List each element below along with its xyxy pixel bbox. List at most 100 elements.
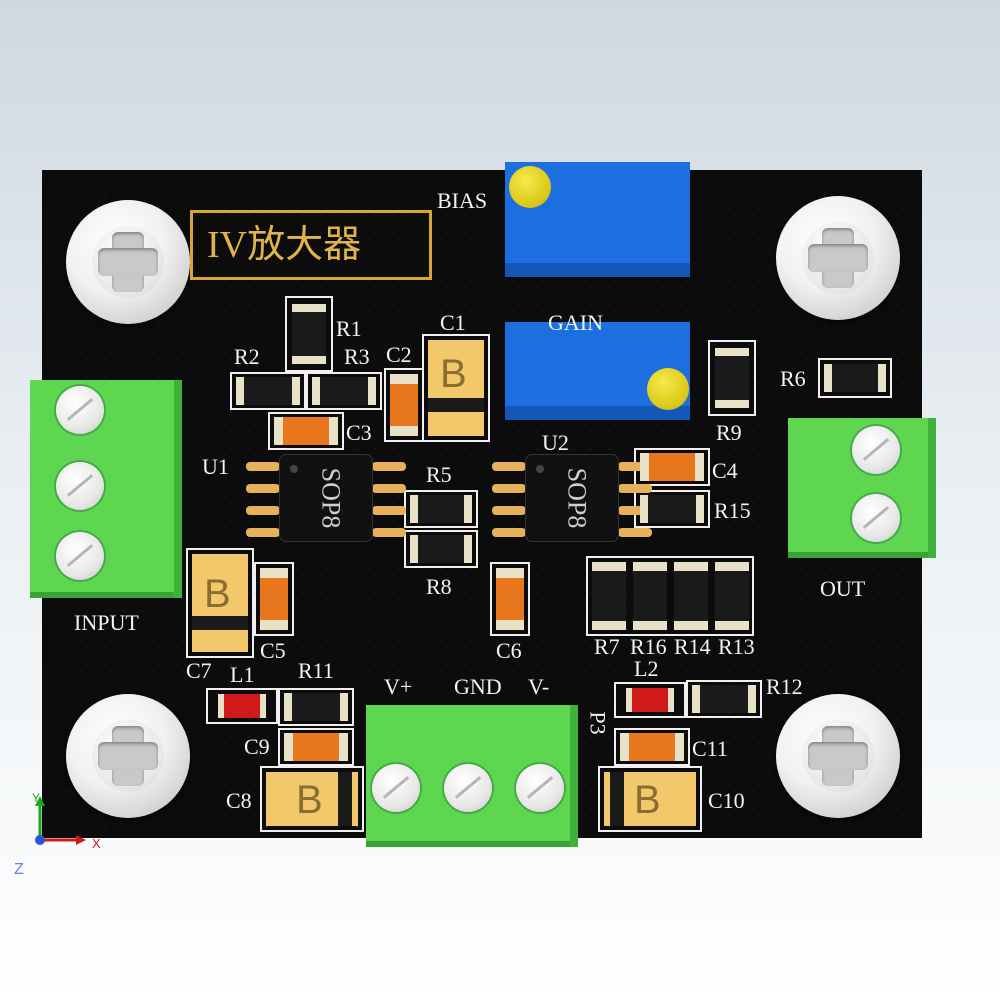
- bias-potentiometer[interactable]: [505, 162, 690, 277]
- r8-resistor: [410, 535, 472, 563]
- u1-label: U1: [202, 454, 229, 479]
- vplus-label: V+: [384, 674, 413, 699]
- r8-outline: [404, 530, 478, 568]
- mounting-screw-top-left: [66, 200, 190, 324]
- c1-tantalum-capacitor: B: [428, 340, 484, 436]
- mounting-screw-top-right: [776, 196, 900, 320]
- u1-pin-7: [372, 484, 406, 493]
- y-axis-arrow-icon: [35, 796, 45, 806]
- c7-outline: [186, 548, 254, 658]
- c1-label: C1: [440, 310, 466, 335]
- u1-pin-6: [372, 506, 406, 515]
- output-label: OUT: [820, 576, 866, 601]
- board-title: IV放大器: [207, 224, 362, 266]
- c9-label: C9: [244, 734, 270, 759]
- gain-potentiometer[interactable]: [505, 322, 690, 420]
- input-label: INPUT: [74, 610, 139, 635]
- y-axis-label: Y: [32, 791, 40, 805]
- u2-label: U2: [542, 430, 569, 455]
- r9-resistor: [715, 348, 749, 408]
- r13-resistor: [715, 562, 749, 630]
- gnd-label: GND: [454, 674, 502, 699]
- u2-pin-3: [492, 506, 526, 515]
- c4-label: C4: [712, 458, 738, 483]
- r1-outline: [285, 296, 333, 372]
- gain-adjust-knob-icon[interactable]: [647, 368, 689, 410]
- r2-label: R2: [234, 344, 260, 369]
- p3-label: P3: [585, 711, 611, 735]
- power-screw-vminus-icon[interactable]: [516, 764, 564, 812]
- r11-outline: [278, 688, 354, 726]
- u2-pin-1: [492, 462, 526, 471]
- r11-label: R11: [298, 658, 334, 683]
- u2-pin-4: [492, 528, 526, 537]
- u2-pin-8: [618, 462, 652, 471]
- c11-capacitor: [620, 733, 684, 761]
- c8-marking: B: [296, 778, 323, 822]
- u1-pin-5: [372, 528, 406, 537]
- r13-label: R13: [718, 634, 755, 659]
- bias-adjust-knob-icon[interactable]: [509, 166, 551, 208]
- pcb-board: [42, 170, 922, 838]
- u2-pin-7: [618, 484, 652, 493]
- power-screw-vplus-icon[interactable]: [372, 764, 420, 812]
- gain-label: GAIN: [548, 310, 603, 335]
- r2-outline: [230, 372, 306, 410]
- r6-outline: [818, 358, 892, 398]
- bias-label: BIAS: [437, 188, 488, 213]
- c10-tantalum-capacitor: B: [604, 772, 696, 826]
- c8-outline: [260, 766, 364, 832]
- u2-package-text: SOP8: [562, 467, 592, 529]
- l2-label: L2: [634, 656, 659, 681]
- c4-capacitor: [640, 453, 704, 481]
- output-screw-1-icon[interactable]: [852, 426, 900, 474]
- c1-marking: B: [440, 352, 467, 396]
- u1-pin-3: [246, 506, 280, 515]
- output-screw-2-icon[interactable]: [852, 494, 900, 542]
- l2-inductor: [626, 688, 674, 712]
- c11-label: C11: [692, 736, 728, 761]
- r2-resistor: [236, 377, 300, 405]
- c7-label: C7: [186, 658, 212, 683]
- input-terminal-block[interactable]: [30, 380, 182, 598]
- r12-label: R12: [766, 674, 803, 699]
- r15-resistor: [640, 495, 704, 523]
- origin-point: [35, 835, 45, 845]
- c6-outline: [490, 562, 530, 636]
- r14-resistor: [674, 562, 708, 630]
- c9-capacitor: [284, 733, 348, 761]
- u1-package-text: SOP8: [316, 467, 346, 529]
- u2-chip: SOP8: [526, 455, 618, 541]
- r11-resistor: [284, 693, 348, 721]
- l1-outline: [206, 688, 278, 724]
- input-screw-1-icon[interactable]: [56, 386, 104, 434]
- r16-resistor: [633, 562, 667, 630]
- r3-resistor: [312, 377, 376, 405]
- l2-outline: [614, 682, 686, 718]
- r14-label: R14: [674, 634, 711, 659]
- u1-chip: SOP8: [280, 455, 372, 541]
- power-screw-gnd-icon[interactable]: [444, 764, 492, 812]
- c6-capacitor: [496, 568, 524, 630]
- c5-outline: [254, 562, 294, 636]
- c5-label: C5: [260, 638, 286, 663]
- l1-label: L1: [230, 662, 255, 687]
- axes-gizmo: Y X Z: [14, 791, 101, 878]
- mounting-screw-bottom-left: [66, 694, 190, 818]
- c3-outline: [268, 412, 344, 450]
- c10-label: C10: [708, 788, 745, 813]
- u1-pin-2: [246, 484, 280, 493]
- r1-resistor: [292, 304, 326, 364]
- u2-pin-2: [492, 484, 526, 493]
- input-screw-2-icon[interactable]: [56, 462, 104, 510]
- r7-resistor: [592, 562, 626, 630]
- r1-label: R1: [336, 316, 362, 341]
- u1-pin-8: [372, 462, 406, 471]
- u2-pin-5: [618, 528, 652, 537]
- c10-outline: [598, 766, 702, 832]
- c10-marking: B: [634, 778, 661, 822]
- r6-resistor: [824, 364, 886, 392]
- c7-marking: B: [204, 572, 231, 616]
- u1-pin-1: [246, 462, 280, 471]
- input-screw-3-icon[interactable]: [56, 532, 104, 580]
